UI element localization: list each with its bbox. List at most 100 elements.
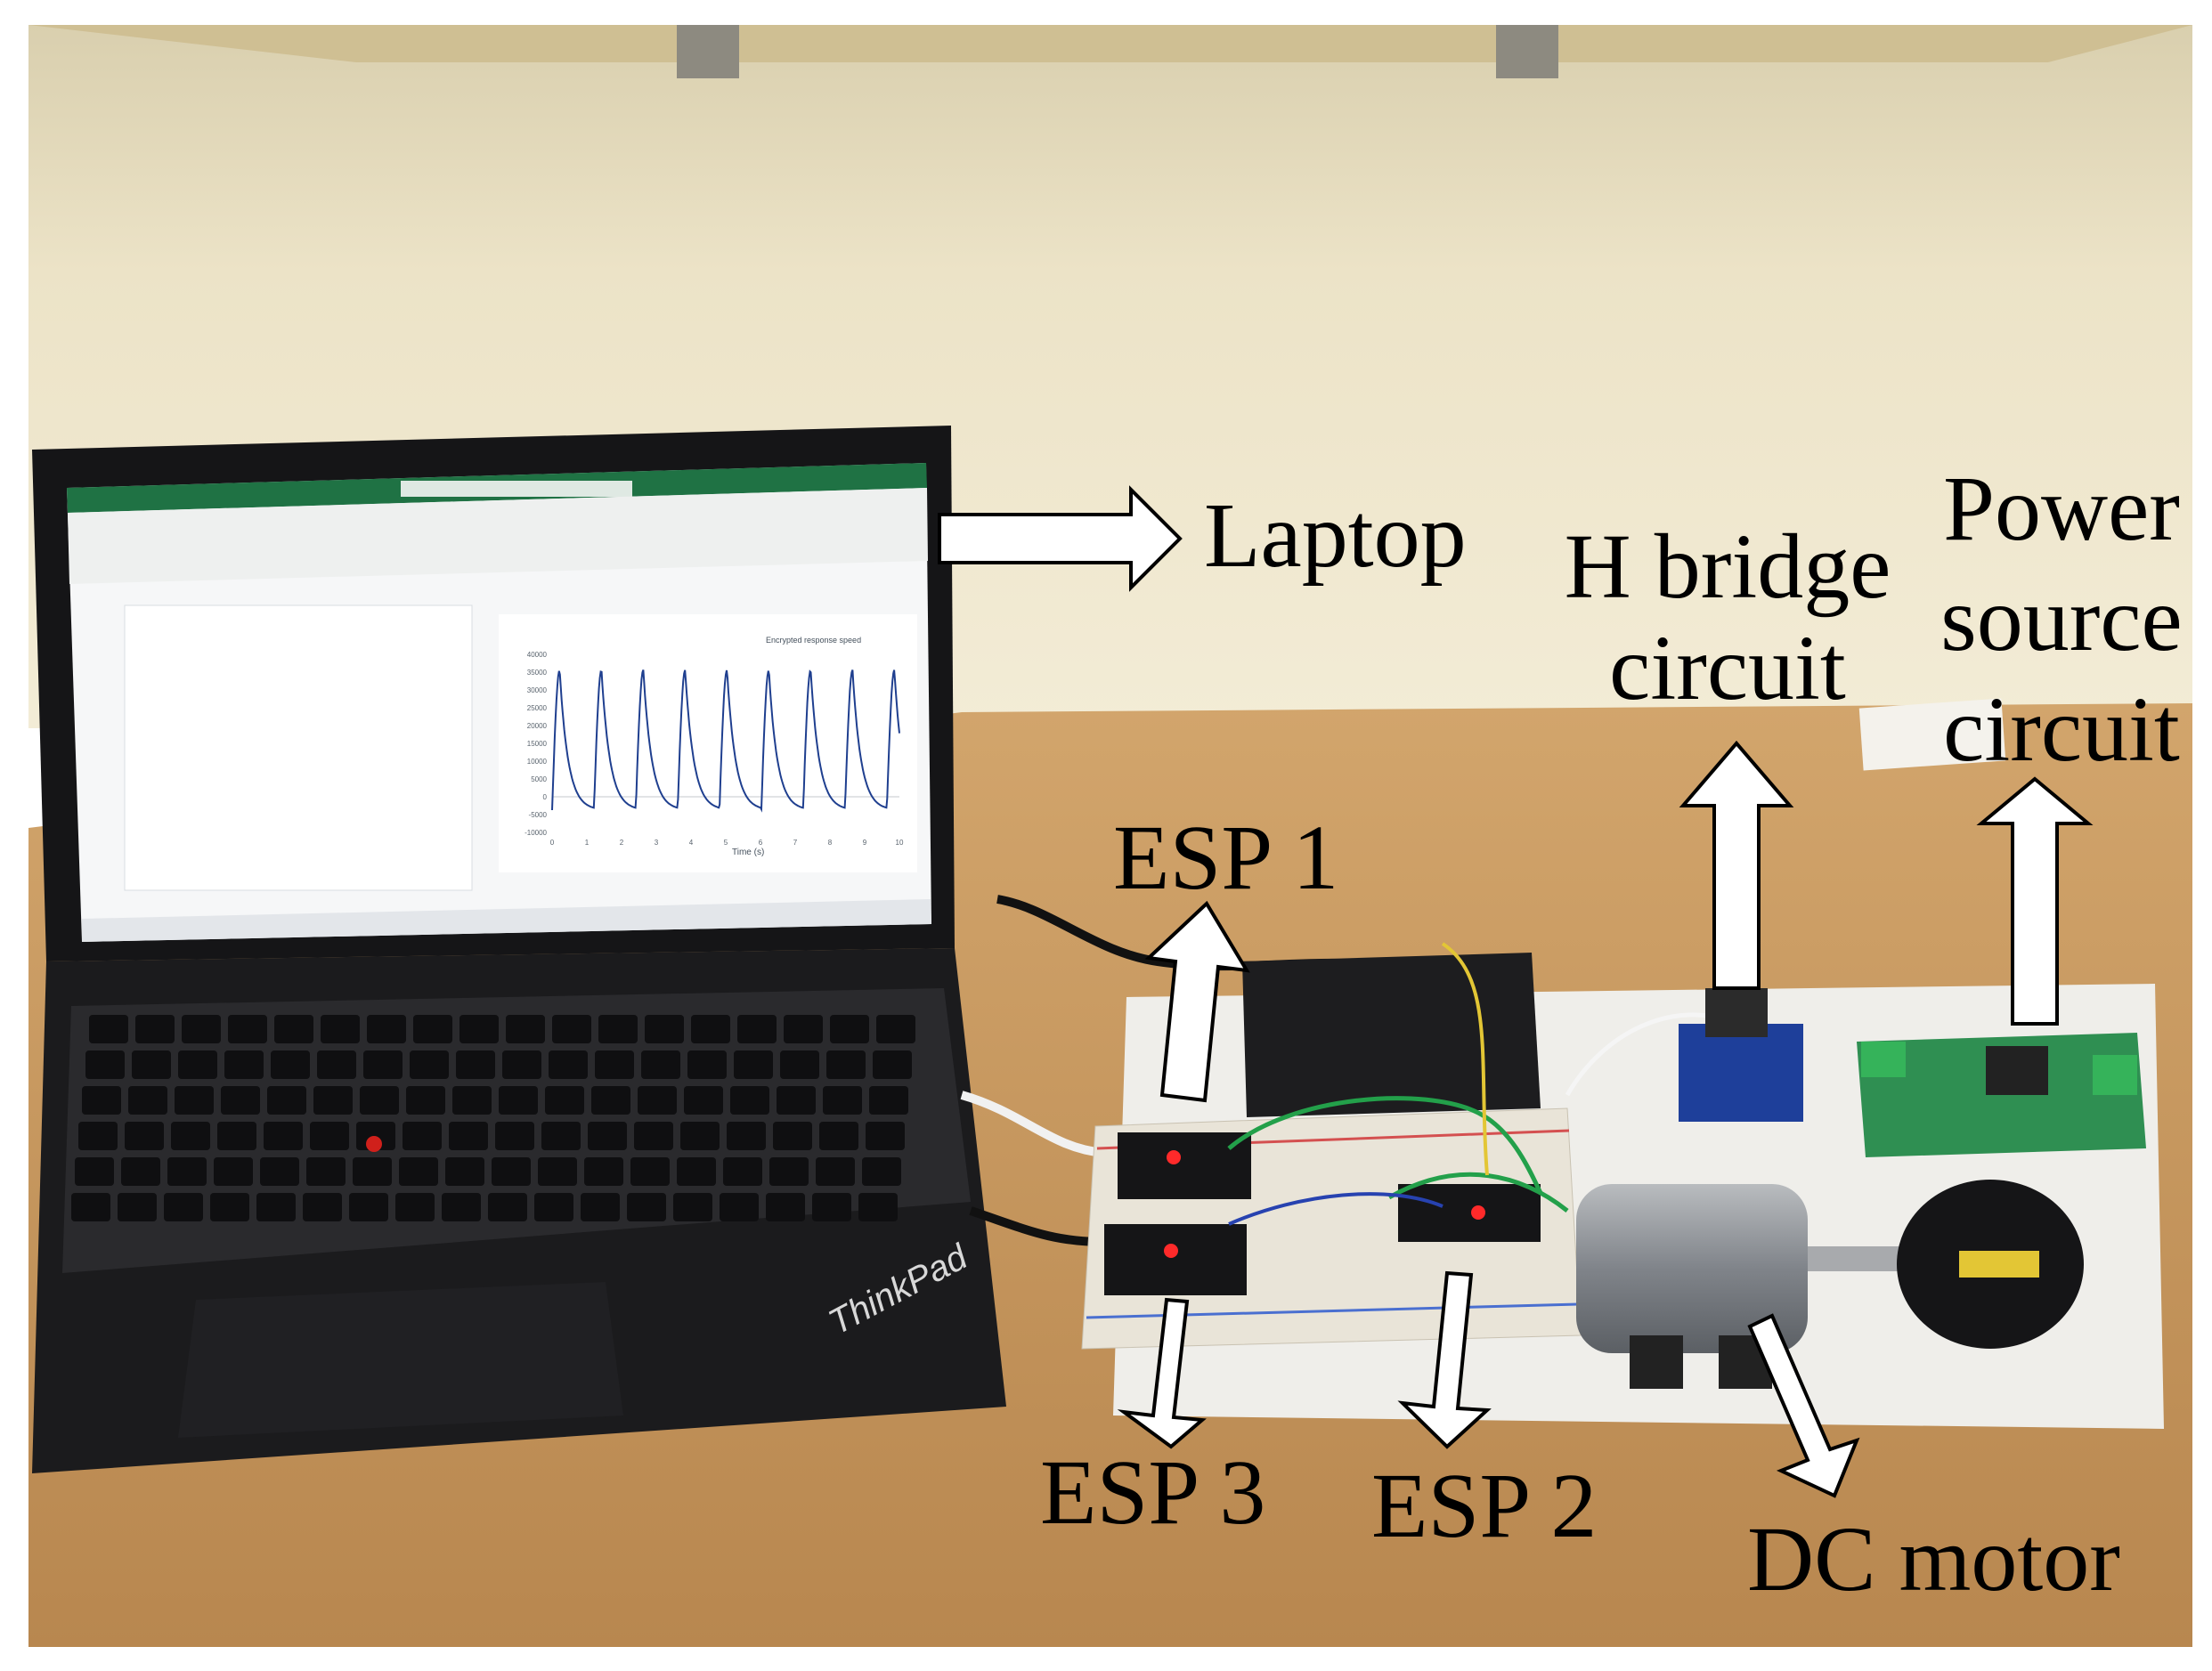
- esp2-led: [1471, 1205, 1485, 1220]
- keyboard-key: [171, 1122, 210, 1150]
- esp3-board: [1104, 1224, 1247, 1295]
- keyboard-key: [164, 1193, 203, 1221]
- label-power-source-circuit: Power source circuit: [1915, 463, 2208, 776]
- usb-cable-2: [969, 1206, 1105, 1246]
- power-adapter: [1242, 953, 1541, 1117]
- screen-chart-ytick: -10000: [525, 829, 547, 837]
- keyboard-key: [224, 1050, 264, 1079]
- keyboard-key: [456, 1050, 495, 1079]
- keyboard-key: [598, 1015, 638, 1043]
- keyboard-key: [410, 1050, 449, 1079]
- keyboard-key: [677, 1157, 716, 1186]
- keyboard-key: [723, 1157, 762, 1186]
- keyboard-key: [866, 1122, 905, 1150]
- trackpoint: [366, 1136, 382, 1152]
- screen-chart-xtick: 5: [724, 839, 728, 847]
- keyboard-key: [862, 1157, 901, 1186]
- keyboard-key: [321, 1015, 360, 1043]
- screen-taskbar: [82, 899, 931, 942]
- keyboard-key: [641, 1050, 680, 1079]
- keyboard-key: [125, 1122, 164, 1150]
- keyboard-key: [638, 1086, 677, 1115]
- keyboard-key: [502, 1050, 541, 1079]
- label-power-line3: circuit: [1943, 678, 2180, 781]
- keyboard-key: [720, 1193, 759, 1221]
- keyboard-key: [413, 1015, 452, 1043]
- label-h-bridge-circuit: H bridge circuit: [1532, 521, 1923, 715]
- keyboard-key: [167, 1157, 207, 1186]
- keyboard-key: [449, 1122, 488, 1150]
- keyboard-key: [858, 1193, 898, 1221]
- keyboard-key: [459, 1015, 499, 1043]
- dc-motor-body: [1576, 1184, 1808, 1353]
- keyboard-key: [534, 1193, 573, 1221]
- keyboard-key: [812, 1193, 851, 1221]
- keyboard-key: [128, 1086, 167, 1115]
- keyboard-key: [737, 1015, 777, 1043]
- keyboard-key: [691, 1015, 730, 1043]
- arrow-power-source: [1976, 776, 2094, 1026]
- label-power-line2: source: [1940, 568, 2183, 670]
- green-wire: [1387, 1172, 1569, 1213]
- keyboard-key: [256, 1193, 296, 1221]
- keyboard-key: [175, 1086, 214, 1115]
- screen-chart-ytick: 15000: [527, 740, 548, 748]
- screen-search-box: [401, 481, 632, 497]
- keyboard-key: [210, 1193, 249, 1221]
- keyboard-key: [680, 1122, 720, 1150]
- screen-chart-xtick: 2: [620, 839, 624, 847]
- keyboard-key: [545, 1086, 584, 1115]
- keyboard-key: [82, 1086, 121, 1115]
- label-h-bridge-line2: circuit: [1609, 617, 1846, 719]
- arrow-esp2: [1397, 1270, 1492, 1449]
- screen-chart-ytick: 5000: [531, 775, 547, 783]
- keyboard-key: [506, 1015, 545, 1043]
- arrows: [938, 485, 2094, 1498]
- keyboard-key: [730, 1086, 769, 1115]
- keyboard-key: [673, 1193, 712, 1221]
- screen-chart-ytick: -5000: [529, 811, 548, 819]
- keyboard-key: [766, 1193, 805, 1221]
- keyboard-key: [178, 1050, 217, 1079]
- arrow-esp1: [1144, 900, 1250, 1103]
- keyboard-key: [499, 1086, 538, 1115]
- keyboard-key: [584, 1157, 623, 1186]
- screen-toolbar: [68, 488, 928, 584]
- terminal-block: [1861, 1042, 1906, 1077]
- keyboard-key: [349, 1193, 388, 1221]
- motor-foot: [1630, 1335, 1683, 1389]
- keyboard-key: [360, 1086, 399, 1115]
- keyboard-key: [819, 1122, 858, 1150]
- label-dc-motor: DC motor: [1747, 1508, 2120, 1610]
- screen-chart-xtick: 1: [585, 839, 590, 847]
- label-esp3: ESP 3: [1040, 1441, 1266, 1544]
- screen-chart-xlabel: Time (s): [732, 848, 764, 857]
- screen-chart-xtick: 7: [793, 839, 798, 847]
- keyboard-key: [541, 1122, 581, 1150]
- keyboard-key: [495, 1122, 534, 1150]
- laptop-touchpad: [178, 1282, 623, 1438]
- motor-shaft: [1808, 1246, 1915, 1271]
- keyboard-key: [303, 1193, 342, 1221]
- keyboard-key: [634, 1122, 673, 1150]
- keyboard-key: [873, 1050, 912, 1079]
- keyboard-key: [271, 1050, 310, 1079]
- h-bridge-board: [1679, 1024, 1803, 1122]
- keyboard-key: [727, 1122, 766, 1150]
- screen-chart-xtick: 4: [689, 839, 694, 847]
- keyboard-key: [869, 1086, 908, 1115]
- usb-cable-1: [960, 1091, 1105, 1157]
- keyboard-key: [538, 1157, 577, 1186]
- esp2-board: [1398, 1184, 1541, 1242]
- keyboard-key: [830, 1015, 869, 1043]
- screen-chart-xtick: 10: [896, 839, 904, 847]
- label-esp2: ESP 2: [1371, 1455, 1598, 1557]
- keyboard-key: [399, 1157, 438, 1186]
- keyboard-key: [826, 1050, 866, 1079]
- keyboard-key: [118, 1193, 157, 1221]
- keyboard-key: [406, 1086, 445, 1115]
- keyboard-key: [488, 1193, 527, 1221]
- keyboard-key: [121, 1157, 160, 1186]
- keyboard-key: [221, 1086, 260, 1115]
